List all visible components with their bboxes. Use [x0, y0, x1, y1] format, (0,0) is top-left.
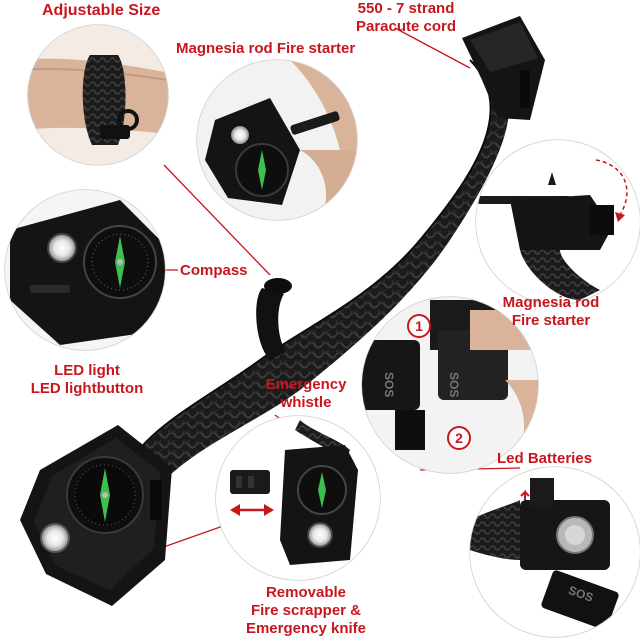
label-paracord-line1: 550 - 7 strand — [357, 0, 455, 17]
sos-embossed-text: SOS — [382, 372, 396, 397]
label-paracord: 550 - 7 strand Paracute cord — [356, 0, 456, 36]
label-whistle-line1: Emergency — [265, 376, 347, 393]
label-led-batteries: Led Batteries — [497, 450, 593, 467]
circle-compass — [4, 189, 166, 351]
step-two-badge: 2 — [447, 426, 471, 450]
label-magnesia-line2: Fire starter — [511, 312, 591, 329]
label-magnesia-line1: Magnesia rod — [502, 294, 600, 311]
circle-removable-knife — [215, 415, 381, 581]
label-paracord-line2: Paracute cord — [356, 18, 457, 35]
label-fire-starter-top: Magnesia rod Fire starter — [176, 40, 356, 57]
label-emergency-whistle: Emergency whistle — [258, 376, 354, 412]
label-led-lightbutton: LED lightbutton — [30, 380, 144, 397]
label-removable-line1: Removable — [265, 584, 347, 601]
step-one-badge: 1 — [407, 314, 431, 338]
label-removable-line3: Emergency knife — [245, 620, 367, 637]
label-compass: Compass — [180, 262, 248, 279]
label-removable-knife: Removable Fire scrapper & Emergency knif… — [236, 584, 376, 638]
label-magnesia-rod: Magnesia rod Fire starter — [496, 294, 606, 330]
circle-adjustable — [27, 24, 169, 166]
circle-sos-steps: SOS SOS — [361, 296, 539, 474]
sos-embossed-text-2: SOS — [447, 372, 461, 397]
label-led-light: LED light — [54, 362, 120, 379]
label-whistle-line2: whistle — [280, 394, 332, 411]
label-removable-line2: Fire scrapper & — [250, 602, 362, 619]
circle-magnesia-rod — [475, 139, 640, 305]
main-bracelet — [20, 16, 545, 606]
label-led: LED light LED lightbutton — [18, 362, 156, 398]
circle-fire-starter-hand — [196, 59, 358, 221]
circle-batteries: SOS — [469, 466, 640, 638]
label-adjustable-size: Adjustable Size — [42, 2, 161, 19]
